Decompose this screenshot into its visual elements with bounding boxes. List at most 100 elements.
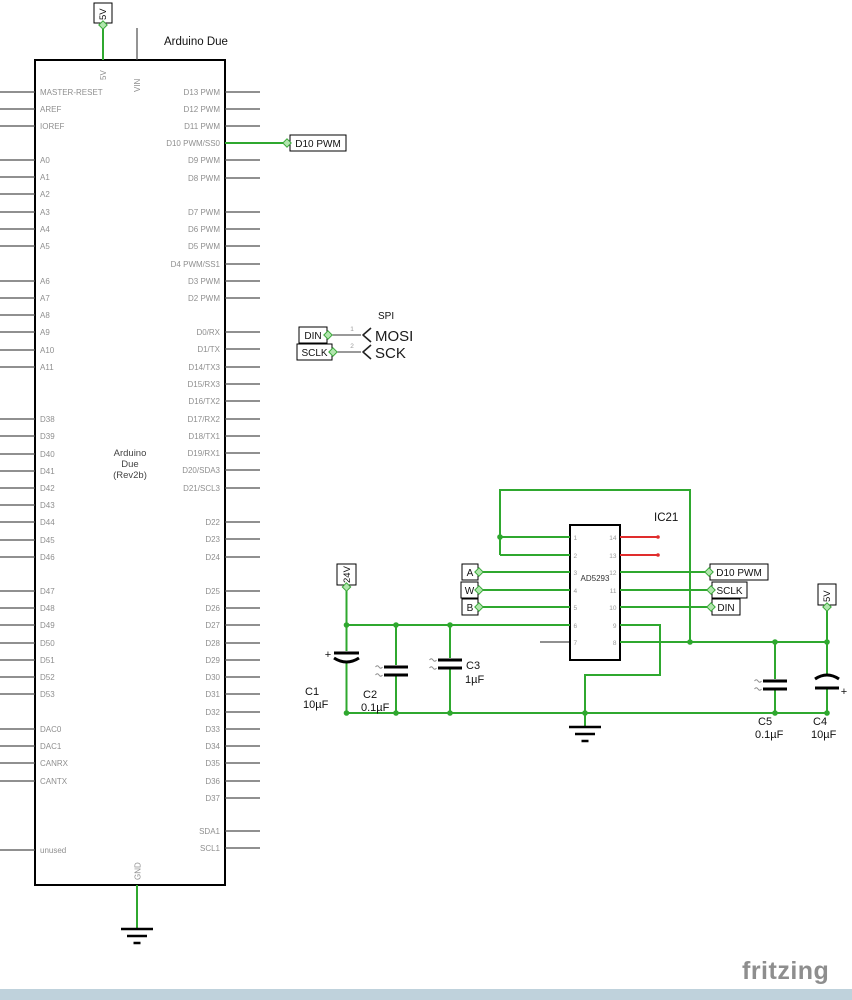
ground-bars	[569, 725, 601, 743]
pin-label: D2 PWM	[188, 294, 220, 303]
pin-label: D26	[205, 604, 220, 613]
net-label-spi-din[interactable]: DIN	[298, 326, 333, 344]
ic-body[interactable]	[569, 524, 621, 661]
pin-label: A4	[40, 225, 50, 234]
pin-label: D29	[205, 656, 220, 665]
net-label-pot-a[interactable]: A	[461, 563, 484, 581]
ic-pin-number: 3	[574, 570, 578, 577]
net-label-text: DIN	[717, 603, 734, 614]
junction-dot	[497, 534, 503, 540]
spi-pin1-chevron	[362, 327, 372, 343]
wire-ic-to-net-labels[interactable]	[620, 571, 711, 608]
capacitor-c4[interactable]: + C4 10µF	[811, 673, 847, 741]
wire-awb-to-ic[interactable]	[479, 571, 570, 608]
arduino-right-pin-labels: D13 PWM D12 PWM D11 PWM D10 PWM/SS0 D9 P…	[166, 88, 220, 853]
net-label-text: D10 PWM	[716, 568, 762, 579]
ic-pin-number: 5	[574, 605, 578, 612]
junction-dot	[343, 710, 350, 716]
pin-label: A5	[40, 242, 50, 251]
spi-pin2-chevron	[362, 344, 372, 360]
pin-label: D38	[40, 415, 55, 424]
pin-label: D35	[205, 759, 220, 768]
capacitor-c2[interactable]: C2 0.1µF	[361, 665, 408, 714]
net-label-text: SCLK	[301, 348, 327, 359]
spi-sck-label: SCK	[375, 345, 406, 362]
arduino-right-pin-stubs	[225, 91, 260, 849]
arduino-left-pin-stubs	[0, 91, 35, 851]
pin-label: D4 PWM/SS1	[171, 260, 221, 269]
pin-label: A9	[40, 328, 50, 337]
pin-label: DAC0	[40, 725, 62, 734]
net-label-text: D10 PWM	[295, 139, 341, 150]
arduino-body[interactable]	[34, 59, 226, 886]
pin-label: D31	[205, 690, 220, 699]
junction-dot	[772, 710, 778, 716]
net-label-arduino-d10[interactable]: D10 PWM	[282, 134, 347, 152]
c2-tilde-mark	[375, 665, 383, 669]
pin-label: D5 PWM	[188, 242, 220, 251]
pin-label: IOREF	[40, 122, 65, 131]
power-label-text: 24V	[342, 565, 353, 583]
net-label-text: DIN	[304, 331, 321, 342]
ground-symbol-ic[interactable]	[569, 725, 601, 743]
capacitor-c5[interactable]: C5 0.1µF	[754, 679, 788, 741]
pin-label: D46	[40, 553, 55, 562]
arduino-pin-label-5v: 5V	[99, 70, 108, 80]
junction-dot	[343, 622, 350, 628]
pin-label: D39	[40, 432, 55, 441]
ad5293-component[interactable]: 1 2 3 4 5 6 7 14 13 12 11 10 9 8 AD5293 …	[540, 512, 678, 661]
capacitor-c1[interactable]: + C1 10µF	[303, 649, 360, 711]
net-label-text: B	[467, 603, 474, 614]
capacitor-c3[interactable]: C3 1µF	[429, 658, 485, 686]
ic-pin-number: 9	[613, 623, 617, 630]
pin-label: D21/SCL3	[183, 484, 220, 493]
net-label-ic-din[interactable]: DIN	[706, 598, 741, 616]
ic-part-name: AD5293	[581, 574, 610, 583]
spi-title: SPI	[378, 311, 394, 322]
net-label-pot-w[interactable]: W	[460, 581, 484, 599]
red-wire-end	[656, 553, 660, 557]
pin-label: D25	[205, 587, 220, 596]
power-label-24v[interactable]: 24V	[336, 563, 357, 592]
pin-label: D47	[40, 587, 55, 596]
wire-ic-top-loop[interactable]	[499, 489, 691, 642]
junction-dot	[447, 622, 453, 628]
pin-label: D10 PWM/SS0	[166, 139, 220, 148]
pin-label: A10	[40, 346, 55, 355]
fritzing-logo: fritzing	[742, 957, 829, 985]
arduino-due-component[interactable]: Arduino Due 5V VIN GND MASTER-RESET AREF…	[0, 28, 260, 886]
center-label-line1: Arduino	[114, 448, 147, 459]
c3-tilde-mark	[429, 658, 437, 662]
spi-pin1-number: 1	[350, 326, 354, 333]
pin-label: D17/RX2	[188, 415, 221, 424]
power-label-text: 5V	[822, 590, 833, 602]
net-label-pot-b[interactable]: B	[461, 598, 484, 616]
pin-label: D52	[40, 673, 55, 682]
red-wire-end	[656, 535, 660, 539]
pin-label: unused	[40, 846, 66, 855]
wiring[interactable]	[102, 25, 830, 929]
c5-value: 0.1µF	[755, 729, 784, 741]
net-label-spi-sclk[interactable]: SCLK	[296, 343, 338, 361]
power-label-5v-right[interactable]: 5V	[817, 583, 837, 612]
power-label-5v-top[interactable]: 5V	[93, 2, 113, 30]
pin-label: D19/RX1	[188, 449, 221, 458]
wire-pin9-to-ground[interactable]	[584, 624, 661, 713]
pin-label: D24	[205, 553, 220, 562]
net-label-ic-sclk[interactable]: SCLK	[706, 581, 748, 599]
spi-connector[interactable]: SPI 1 2 MOSI SCK DIN SCLK	[296, 311, 413, 362]
pin-label: D12 PWM	[184, 105, 221, 114]
junction-dot	[824, 710, 830, 716]
pin-label: D41	[40, 467, 55, 476]
c4-plus-sign: +	[841, 686, 847, 698]
spi-mosi-label: MOSI	[375, 328, 413, 345]
wire-24v-rail[interactable]	[345, 587, 571, 626]
ic-pin-number: 1	[574, 535, 578, 542]
ground-bars	[121, 927, 153, 945]
footer-bar	[0, 989, 852, 1000]
net-label-ic-d10[interactable]: D10 PWM	[704, 563, 769, 581]
ground-symbol-arduino[interactable]	[121, 927, 153, 945]
pin-label: D37	[205, 794, 220, 803]
